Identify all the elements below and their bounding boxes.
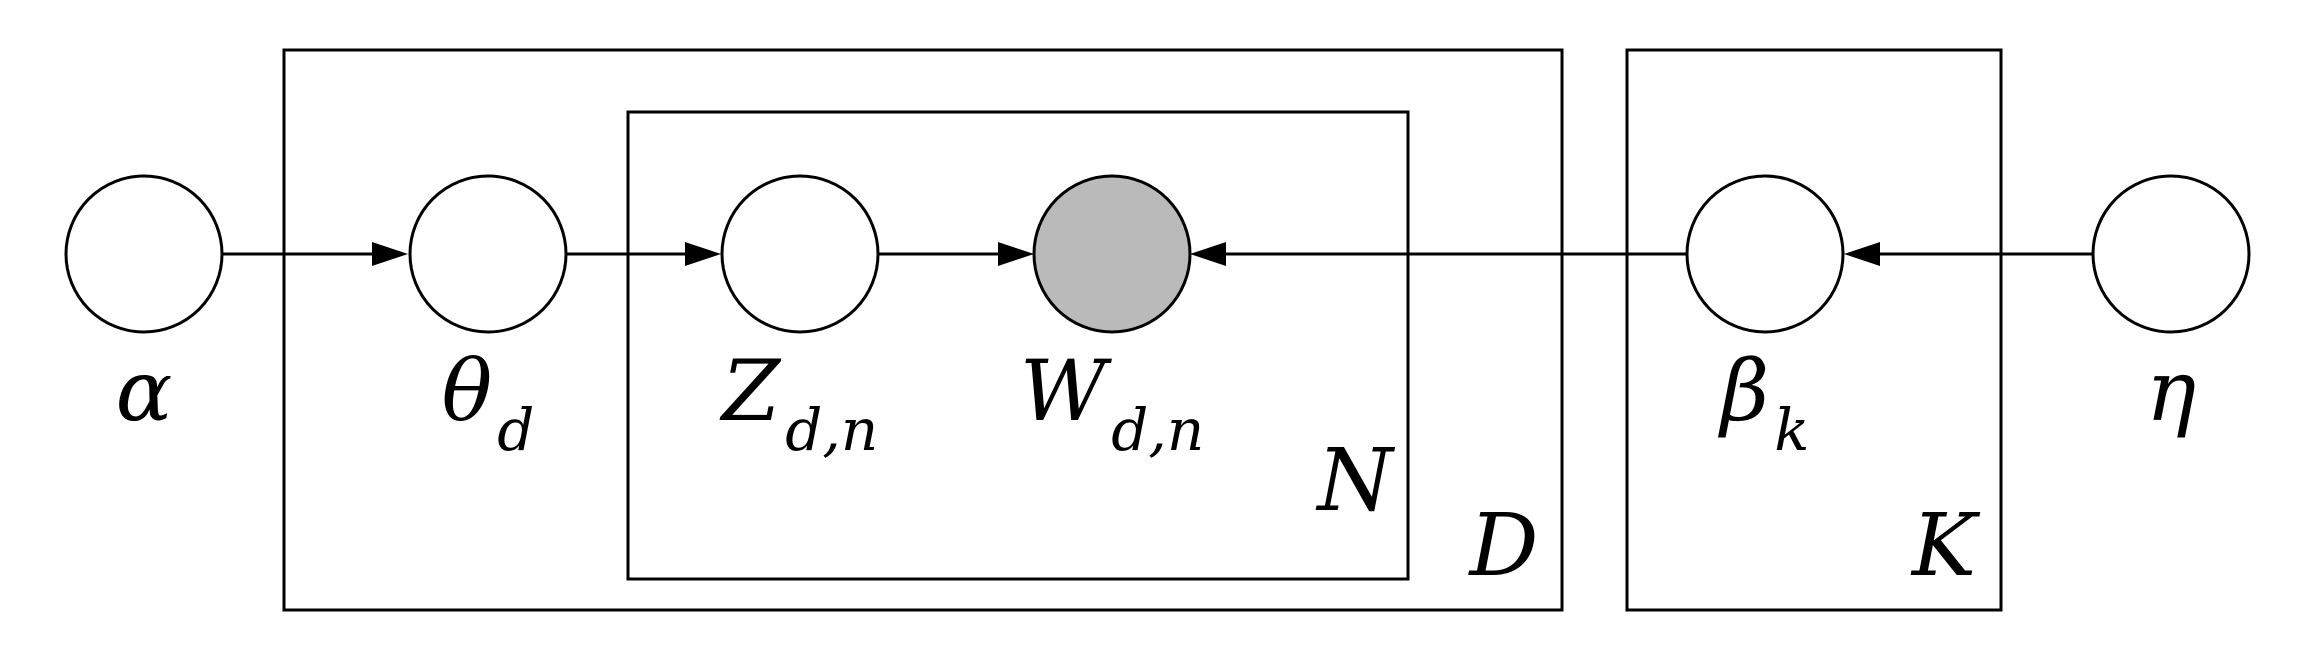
plate-n (626, 110, 1410, 581)
label-eta: η (2146, 342, 2196, 440)
node-w-observed (1032, 174, 1192, 334)
label-z-symbol: Z (719, 342, 782, 440)
label-beta-subscript: k (1774, 396, 1809, 464)
label-theta-symbol: θ (442, 342, 493, 440)
label-z-subscript: d,n (785, 396, 878, 464)
label-z: Z d,n (719, 342, 878, 464)
edge-z-w-arrowhead (998, 242, 1034, 266)
label-beta-symbol: β (1718, 342, 1770, 440)
edge-beta-w-arrowhead (1190, 242, 1226, 266)
label-w-subscript: d,n (1111, 396, 1204, 464)
label-alpha: α (116, 342, 173, 440)
label-w: W d,n (1020, 342, 1204, 464)
node-eta (2091, 174, 2251, 334)
node-theta (408, 174, 568, 334)
plate-n-label: N (1315, 431, 1395, 531)
edge-alpha-theta-arrowhead (372, 242, 408, 266)
node-z (720, 174, 880, 334)
label-theta-subscript: d (497, 396, 534, 464)
node-alpha (64, 174, 224, 334)
node-beta (1685, 174, 1845, 334)
edge-eta-beta-arrowhead (1844, 242, 1880, 266)
label-eta-symbol: η (2146, 342, 2196, 440)
plate-k (1625, 48, 2003, 612)
label-beta: β k (1718, 342, 1810, 464)
edge-theta-z-arrowhead (685, 242, 721, 266)
plate-d (282, 48, 1564, 612)
label-theta: θ d (442, 342, 535, 464)
plate-d-label: D (1468, 496, 1539, 596)
label-w-symbol: W (1020, 342, 1113, 440)
plate-k-label: K (1910, 496, 1981, 596)
label-alpha-symbol: α (116, 342, 173, 440)
